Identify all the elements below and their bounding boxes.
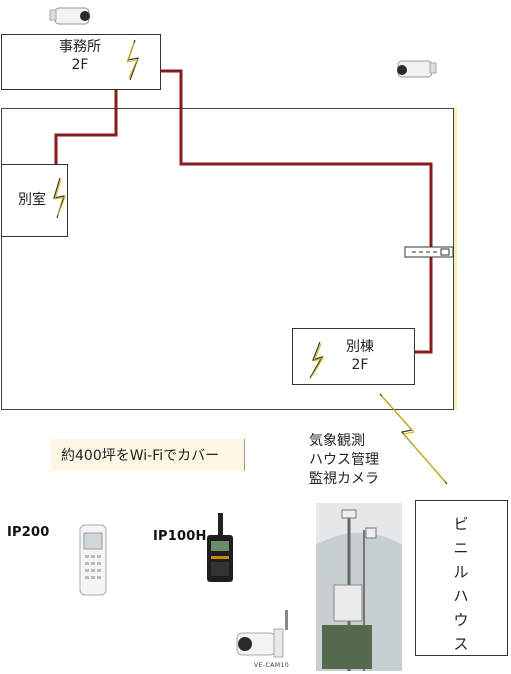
security-camera-icon-vecam [236, 610, 288, 658]
wireless-icon-room [53, 177, 66, 219]
wireless-link-greenhouse [379, 393, 448, 485]
security-camera-icon-top [49, 7, 90, 25]
annex-building-label: 別棟 2F [346, 339, 374, 373]
greenhouse-box [415, 500, 508, 656]
office-label: 事務所 2F [59, 39, 101, 73]
weather-label: 気象観測 ハウス管理 監視カメラ [309, 433, 379, 487]
transceiver-radio-icon [207, 513, 233, 582]
cordless-phone-icon [79, 524, 107, 596]
annex-room-box [1, 164, 68, 237]
security-camera-icon-right [397, 60, 437, 78]
weather-station-photo [316, 503, 402, 671]
greenhouse-label: ビ ニ ル ハ ウ ス [453, 515, 469, 653]
property-edge-highlight [454, 108, 457, 410]
annex-room-label: 別室 [18, 192, 46, 208]
coverage-banner [51, 439, 245, 471]
annex-building-box [292, 328, 415, 385]
wireless-icon-annex [309, 341, 325, 379]
cable-office-to-annex [161, 69, 433, 354]
cable-office-to-room [54, 90, 118, 164]
network-switch-icon [404, 246, 454, 258]
ip100h-label: IP100H [153, 529, 207, 544]
ip200-label: IP200 [7, 525, 50, 540]
wireless-icon-office [126, 39, 139, 81]
vecam-label: VE-CAM10 [254, 662, 290, 669]
coverage-label: 約400坪をWi-Fiでカバー [61, 448, 220, 464]
